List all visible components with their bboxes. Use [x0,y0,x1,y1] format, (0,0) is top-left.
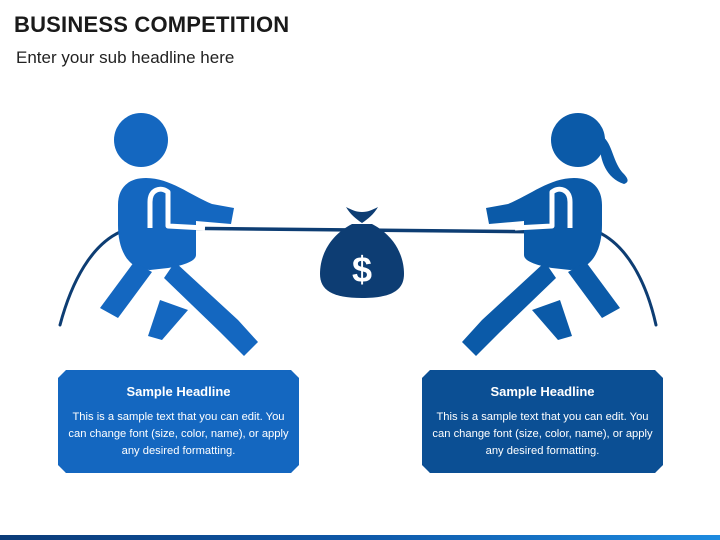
card-body-text: This is a sample text that you can edit.… [68,411,289,457]
footer-accent-bar [0,535,720,540]
info-card-right: Sample Headline This is a sample text th… [422,370,663,473]
woman-pulling-icon [462,113,628,356]
dollar-symbol: $ [352,249,372,290]
info-card-left: Sample Headline This is a sample text th… [58,370,299,473]
money-bag-icon: $ [320,207,404,298]
card-body-text: This is a sample text that you can edit.… [432,411,653,457]
card-headline: Sample Headline [126,384,231,399]
card-headline: Sample Headline [490,384,595,399]
page-title: BUSINESS COMPETITION [14,12,290,37]
person-pulling-icon [100,113,258,356]
page-subtitle: Enter your sub headline here [16,48,235,67]
tug-of-war-illustration: $ [58,113,658,356]
